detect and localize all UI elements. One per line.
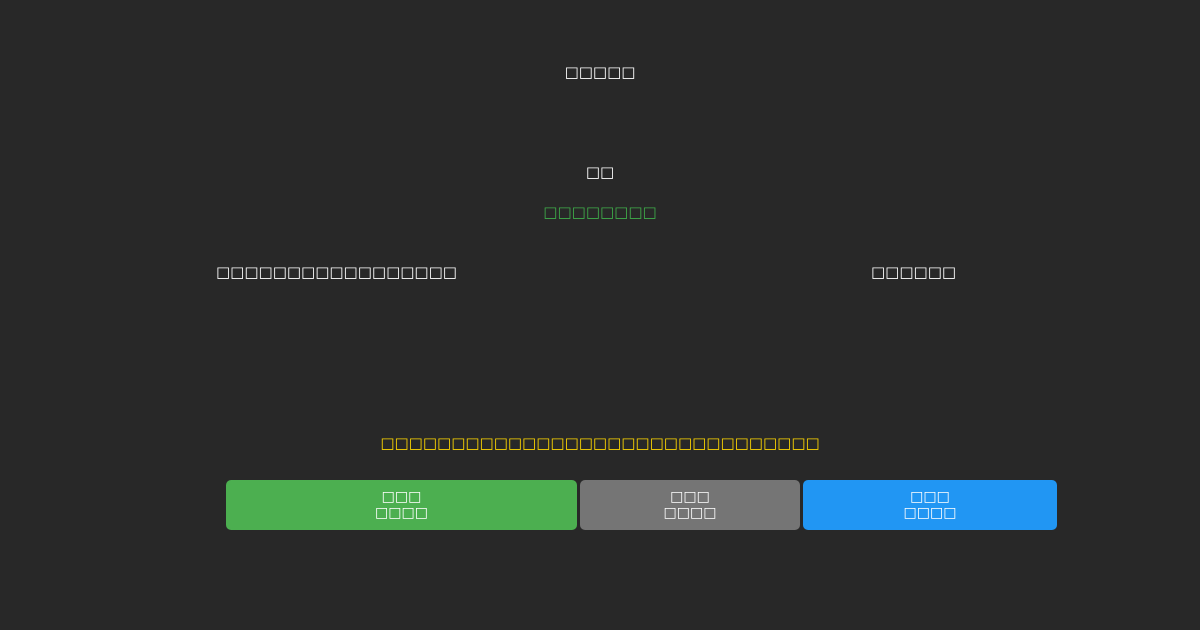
choice-button-gray[interactable]: □□□ □□□□ <box>580 480 800 530</box>
choice-button-gray-label-line2: □□□□ <box>663 505 717 521</box>
result-text: □□□□□□□□ <box>543 203 657 221</box>
left-info-text: □□□□□□□□□□□□□□□□□ <box>216 263 457 281</box>
choice-button-blue-label-line2: □□□□ <box>903 505 957 521</box>
page-title: □□□□□ <box>564 63 636 81</box>
status-line: □□ <box>585 163 615 181</box>
choice-button-green-label-line1: □□□ <box>381 489 422 505</box>
choice-button-blue[interactable]: □□□ □□□□ <box>803 480 1057 530</box>
choice-button-blue-label-line1: □□□ <box>910 489 950 505</box>
right-info-text: □□□□□□ <box>871 263 957 281</box>
choice-button-green[interactable]: □□□ □□□□ <box>226 480 577 530</box>
instruction-text: □□□□□□□□□□□□□□□□□□□□□□□□□□□□□□□ <box>380 434 820 452</box>
choice-button-gray-label-line1: □□□ <box>670 489 710 505</box>
choice-button-green-label-line2: □□□□ <box>375 505 428 521</box>
